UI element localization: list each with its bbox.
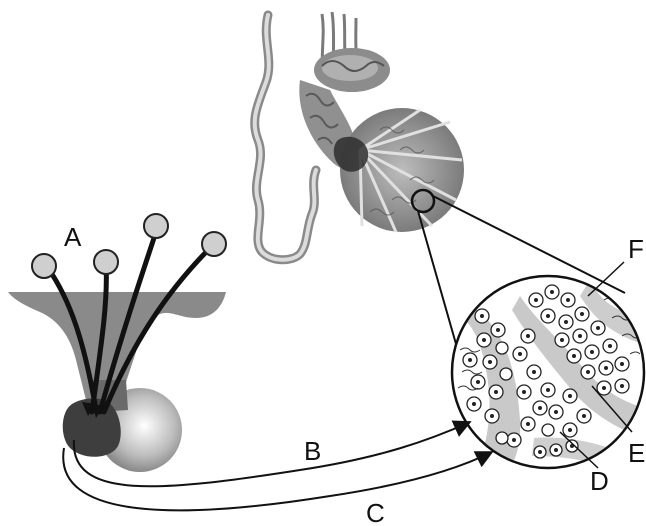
label-b: B xyxy=(304,436,321,466)
label-d: D xyxy=(590,466,609,496)
label-f: F xyxy=(628,234,644,264)
vas-deferens xyxy=(255,15,316,260)
hypothalamus-pituitary xyxy=(8,214,226,472)
leader-f xyxy=(588,262,624,296)
testis-illustration xyxy=(255,12,464,260)
tubule-cross-section xyxy=(452,276,646,480)
label-c: C xyxy=(366,498,385,526)
neuron-body xyxy=(144,214,168,238)
neuron-body xyxy=(94,250,118,274)
neuron-body xyxy=(32,254,56,278)
label-a: A xyxy=(64,222,82,252)
label-e: E xyxy=(628,438,645,468)
neuron-body xyxy=(202,232,226,256)
